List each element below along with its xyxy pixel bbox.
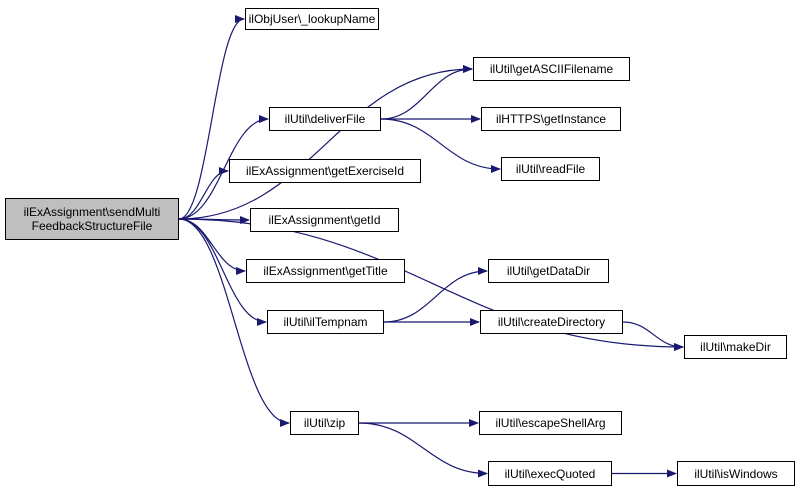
root-label-line1: ilExAssignment\sendMulti [23,205,161,219]
edge-zip-to-execQuoted [358,422,488,478]
node-create-directory[interactable]: ilUtil\createDirectory [480,310,623,334]
node-label: ilUtil\getASCIIFilename [489,62,614,76]
node-get-instance[interactable]: ilHTTPS\getInstance [481,107,621,131]
edge-root-to-getASCIIFilename [178,65,473,220]
edge-root-to-getExerciseId [178,167,229,220]
node-get-ascii-filename[interactable]: ilUtil\getASCIIFilename [473,57,630,81]
node-label: ilUtil\createDirectory [497,315,606,329]
node-label: ilHTTPS\getInstance [495,112,607,126]
node-label: ilUtil\execQuoted [504,466,596,481]
edge-root-to-zip [178,218,290,427]
node-label: ilUtil\zip [303,416,346,430]
node-lookup-name[interactable]: ilObjUser\_lookupName [245,8,379,30]
node-label: ilExAssignment\getId [268,213,381,227]
node-send-multi-feedback-structure-file: ilExAssignment\sendMulti FeedbackStructu… [5,198,179,240]
node-zip[interactable]: ilUtil\zip [290,411,359,435]
edge-ilTempnam-to-getDataDir [383,267,488,323]
node-label: ilUtil\ilTempnam [283,315,368,329]
node-label: ilExAssignment\getExerciseId [245,164,405,178]
node-read-file[interactable]: ilUtil\readFile [501,157,600,181]
node-label: ilUtil\readFile [515,162,586,176]
node-get-id[interactable]: ilExAssignment\getId [250,208,399,232]
root-label-line2: FeedbackStructureFile [31,219,153,233]
node-get-exercise-id[interactable]: ilExAssignment\getExerciseId [229,159,421,183]
edge-root-to-lookupName [178,15,245,220]
node-label: ilObjUser\_lookupName [248,12,376,26]
node-label: ilUtil\isWindows [694,466,778,481]
node-get-data-dir[interactable]: ilUtil\getDataDir [488,259,609,283]
node-label: ilUtil\getDataDir [506,264,591,278]
edge-deliverFile-to-readFile [380,118,501,173]
node-label: ilExAssignment\getTitle [263,264,388,278]
node-label: ilUtil\escapeShellArg [495,416,606,430]
edge-createDirectory-to-makeDir [622,321,684,351]
node-deliver-file[interactable]: ilUtil\deliverFile [269,107,381,131]
edge-root-to-getTitle [178,218,246,275]
node-make-dir[interactable]: ilUtil\makeDir [684,335,787,359]
edge-deliverFile-to-getASCIIFilename [380,65,473,120]
node-label: ilUtil\makeDir [700,340,771,354]
node-il-tempnam[interactable]: ilUtil\ilTempnam [267,310,384,334]
node-is-windows[interactable]: ilUtil\isWindows [677,461,795,486]
node-label: ilUtil\deliverFile [284,112,366,126]
node-get-title[interactable]: ilExAssignment\getTitle [246,259,405,283]
node-escape-shell-arg[interactable]: ilUtil\escapeShellArg [479,411,622,435]
node-exec-quoted[interactable]: ilUtil\execQuoted [488,461,612,486]
